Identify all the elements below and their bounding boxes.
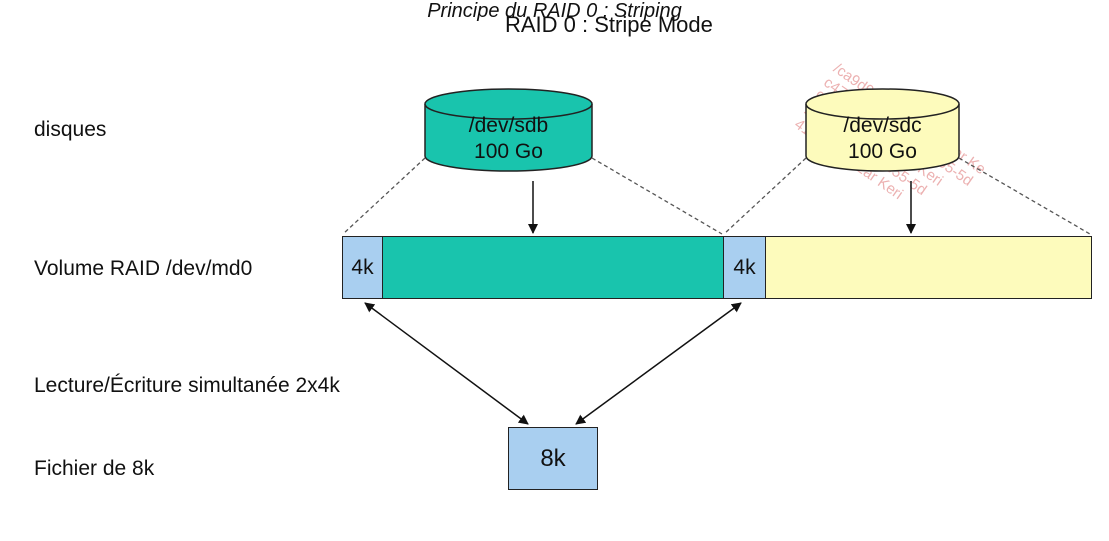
row-label-volume: Volume RAID /dev/md0 — [34, 257, 253, 280]
disk-sdc-cylinder — [805, 88, 960, 172]
volume-segment-sdb — [382, 236, 724, 299]
dotted-line-sdc-right — [958, 157, 1091, 235]
file-block: 8k — [508, 427, 598, 490]
disk-sdc-device: /dev/sdc — [843, 114, 922, 137]
double-arrow-chunk2-file — [575, 302, 742, 425]
volume-segment-sdc — [765, 236, 1092, 299]
volume-chunk-1: 4k — [342, 236, 383, 299]
disk-sdc-label: /dev/sdc 100 Go — [806, 113, 959, 165]
row-label-disks: disques — [34, 118, 107, 141]
double-arrow-chunk1-file — [364, 302, 529, 425]
dotted-line-sdb-right — [591, 157, 723, 235]
diagram-title: RAID 0 : Stripe Mode — [505, 12, 713, 37]
disk-sdb-cylinder — [424, 88, 593, 172]
disk-sdc-size: 100 Go — [848, 140, 917, 163]
disk-sdb-label: /dev/sdb 100 Go — [425, 113, 592, 165]
disk-sdb-size: 100 Go — [474, 140, 543, 163]
row-label-file: Fichier de 8k — [34, 457, 155, 480]
figure-caption: Principe du RAID 0 : Striping — [427, 0, 682, 22]
dotted-line-sdc-left — [723, 157, 807, 235]
dotted-line-sdb-left — [342, 157, 426, 235]
volume-chunk-2: 4k — [723, 236, 766, 299]
disk-sdb-device: /dev/sdb — [468, 114, 549, 137]
row-label-readwrite: Lecture/Écriture simultanée 2x4k — [34, 374, 340, 397]
